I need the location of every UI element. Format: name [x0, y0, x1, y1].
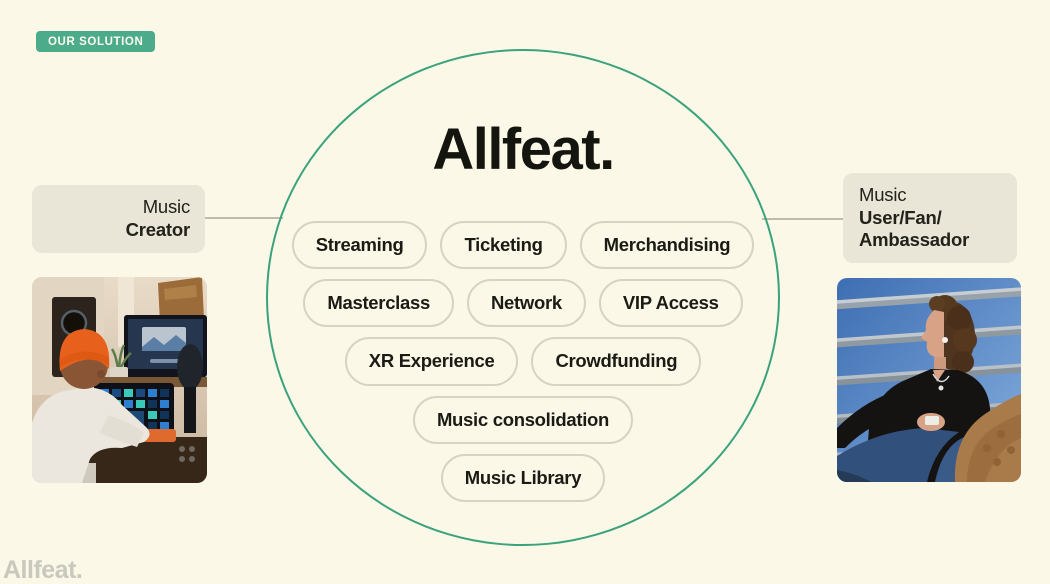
music-creator-card: Music Creator	[32, 185, 205, 253]
pill-xr-experience: XR Experience	[344, 337, 519, 386]
pill-row: Music Library	[440, 453, 606, 502]
section-badge: OUR SOLUTION	[36, 31, 156, 52]
music-user-photo	[837, 278, 1021, 482]
pill-masterclass: Masterclass	[303, 279, 454, 328]
feature-pills: Streaming Ticketing Merchandising Master…	[291, 221, 755, 502]
pill-network: Network	[467, 279, 586, 328]
connector-line-right	[762, 218, 844, 220]
pill-row: XR Experience Crowdfunding	[344, 337, 702, 386]
music-creator-line2: Creator	[125, 219, 191, 240]
music-user-line2: User/Fan/	[859, 206, 942, 228]
pill-row: Music consolidation	[412, 395, 634, 444]
music-user-line3: Ambassador	[859, 229, 970, 251]
pill-row: Masterclass Network VIP Access	[303, 279, 743, 328]
music-creator-illustration	[32, 277, 207, 483]
pill-merchandising: Merchandising	[579, 221, 755, 270]
music-user-illustration	[837, 278, 1021, 482]
ecosystem-circle: Allfeat. Streaming Ticketing Merchandisi…	[266, 49, 780, 546]
brand-title: Allfeat.	[432, 117, 615, 182]
pill-ticketing: Ticketing	[440, 221, 567, 270]
pill-streaming: Streaming	[291, 221, 428, 270]
pill-music-library: Music Library	[440, 453, 606, 502]
pill-music-consolidation: Music consolidation	[412, 395, 634, 444]
pill-vip-access: VIP Access	[598, 279, 743, 328]
music-creator-line1: Music	[142, 196, 191, 218]
music-creator-photo	[32, 277, 207, 483]
music-user-line1: Music	[859, 184, 907, 206]
connector-line-left	[205, 217, 283, 219]
pill-row: Streaming Ticketing Merchandising	[291, 221, 755, 270]
music-user-card: Music User/Fan/ Ambassador	[843, 173, 1017, 263]
footer-brand-logo: Allfeat.	[3, 556, 83, 584]
pill-crowdfunding: Crowdfunding	[531, 337, 702, 386]
